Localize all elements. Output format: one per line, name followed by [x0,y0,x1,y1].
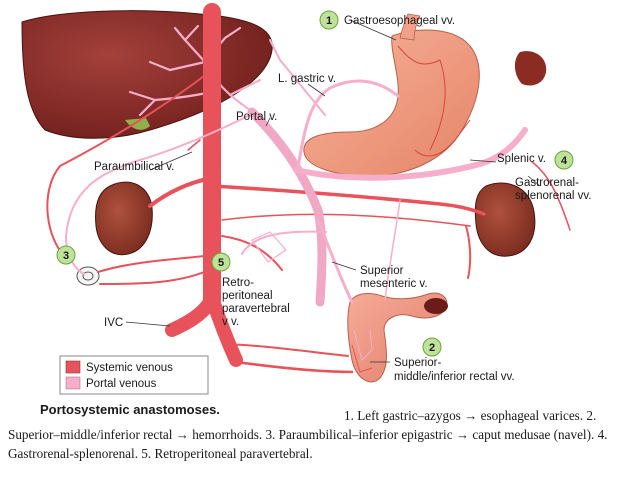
label-gastrorenal-2: splenorenal vv. [515,190,592,202]
splenic-vein [293,127,528,181]
portosystemic-diagram: 1 2 3 4 5 Gastroesophageal vv. L. gastri… [21,3,592,395]
label-paraumbilical: Paraumbilical v. [94,161,174,173]
legend-systemic-label: Systemic venous [86,362,173,374]
legend: Systemic venous Portal venous [59,355,209,395]
common-iliac-right [165,291,219,337]
label-gastrorenal-1: Gastrorenal- [515,177,579,189]
number-3-marker: 3 [56,245,76,265]
legend-systemic-swatch [65,360,81,374]
gallbladder [125,118,150,130]
rectal-lumen [424,298,448,314]
caption: 1. Left gastric–azygos → esophageal vari… [8,402,634,463]
svg-text:4: 4 [561,155,568,167]
number-4-marker: 4 [554,150,574,170]
stomach [303,29,480,177]
number-2-marker: 2 [422,337,442,357]
leader-lines [125,19,541,363]
label-rectal-1: Superior- [394,357,441,369]
legend-portal-swatch [65,376,81,390]
legend-systemic: Systemic venous [65,360,173,374]
label-l-gastric: L. gastric v. [278,73,336,85]
label-retro-4: v v. [222,316,239,328]
common-iliac-left [205,291,243,367]
label-portal: Portal v. [236,111,277,123]
caption-text: 1. Left gastric–azygos → esophageal vari… [8,408,608,461]
label-sup-mes-2: mesenteric v. [360,278,428,290]
caption-title: Portosystemic anastomoses. [40,402,220,417]
label-rectal-2: middle/inferior rectal vv. [394,371,515,383]
rectal-plexus [351,329,373,373]
label-sup-mes-1: Superior [360,265,404,277]
superior-mesenteric-vein [316,218,354,304]
umbilicus [76,266,100,286]
gastric-vessels [397,45,471,157]
label-ivc: IVC [104,317,123,329]
portal-vein [247,107,327,307]
number-5-marker: 5 [211,252,231,272]
label-gastroesophageal: Gastroesophageal vv. [344,15,455,27]
left-gastric-vein [296,79,400,170]
label-retro-3: paravertebral [222,303,290,315]
svg-text:2: 2 [429,342,435,354]
label-splenic: Splenic v. [497,153,546,165]
number-1-marker: 1 [319,10,339,30]
liver [21,10,273,139]
label-retro-2: peritoneal [222,290,273,302]
systemic-veins [46,3,571,374]
svg-text:5: 5 [218,257,224,269]
label-retro-1: Retro- [222,277,254,289]
portal-veins [65,39,528,307]
svg-text:3: 3 [63,250,69,262]
right-kidney [95,181,153,256]
esophagus [399,13,421,41]
spleen [514,51,547,86]
svg-text:1: 1 [326,15,332,27]
legend-portal: Portal venous [65,376,157,390]
legend-portal-label: Portal venous [86,378,157,390]
rectum [347,292,448,383]
